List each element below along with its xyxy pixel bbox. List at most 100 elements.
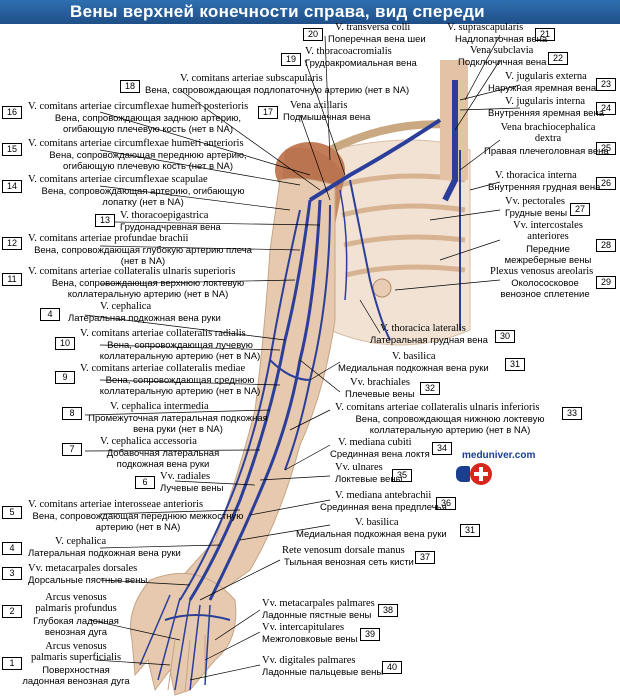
- label-russian: Латеральная подкожная вена руки: [28, 548, 181, 559]
- label-latin: Vv. intercapitulares: [262, 622, 345, 633]
- label-russian: Латеральная подкожная вена руки: [68, 313, 221, 324]
- label-number: 2: [2, 605, 22, 618]
- label-number: 40: [382, 661, 402, 674]
- label-latin: V. jugularis externa: [505, 71, 587, 82]
- label-latin: V. mediana cubiti: [338, 437, 412, 448]
- label-latin: Vena brachiocephalica dextra: [500, 122, 596, 144]
- label-latin: V. cephalica: [100, 301, 152, 312]
- label-number: 36: [436, 497, 456, 510]
- label-latin: V. comitans arteriae collateralis ulnari…: [28, 266, 236, 277]
- label-number: 33: [562, 407, 582, 420]
- label-russian: Наружная яремная вена: [488, 83, 597, 94]
- label-number: 25: [596, 142, 616, 155]
- label-latin: V. cephalica: [55, 536, 107, 547]
- title-bar: Вены верхней конечности справа, вид спер…: [0, 0, 620, 24]
- label-number: 10: [55, 337, 75, 350]
- label-number: 28: [596, 239, 616, 252]
- label-latin: V. basilica: [355, 517, 399, 528]
- label-number: 24: [596, 102, 616, 115]
- label-number: 8: [62, 407, 82, 420]
- label-number: 4: [40, 308, 60, 321]
- label-russian: Внутренняя грудная вена: [488, 182, 601, 193]
- label-latin: V. comitans arteriae circumflexae humeri…: [28, 101, 249, 112]
- label-number: 31: [460, 524, 480, 537]
- label-number: 32: [420, 382, 440, 395]
- label-number: 4: [2, 542, 22, 555]
- label-russian: Ладонные пальцевые вены: [262, 667, 384, 678]
- arm-illustration: [169, 177, 336, 611]
- label-number: 34: [432, 442, 452, 455]
- label-number: 37: [415, 551, 435, 564]
- label-russian: Вена, сопровождающая среднюю коллатераль…: [99, 375, 261, 397]
- hand-illustration: [129, 572, 237, 696]
- leader-lines: [84, 34, 521, 681]
- label-number: 26: [596, 177, 616, 190]
- label-russian: Поперечная вена шеи: [328, 34, 426, 45]
- label-russian: Дорсальные пястные вены: [28, 575, 148, 586]
- label-russian: Медиальная подкожная вена руки: [338, 363, 489, 374]
- label-number: 19: [281, 53, 301, 66]
- label-russian: Вена, сопровождающая подлопаточную артер…: [145, 85, 410, 96]
- label-russian: Локтевые вены: [335, 474, 403, 485]
- page-title: Вены верхней конечности справа, вид спер…: [70, 2, 485, 21]
- label-latin: V. cephalica accessoria: [100, 436, 197, 447]
- label-latin: V. suprascapularis: [447, 22, 524, 33]
- label-number: 39: [360, 628, 380, 641]
- label-russian: Поверхностная ладонная венозная дуга: [22, 665, 130, 687]
- label-number: 21: [535, 28, 555, 41]
- label-latin: Vv. metacarpales dorsales: [28, 563, 138, 574]
- label-latin: V. jugularis interna: [505, 96, 586, 107]
- label-russian: Надлопаточная вена: [455, 34, 548, 45]
- label-number: 22: [548, 52, 568, 65]
- label-latin: V. thoracoepigastrica: [120, 210, 209, 221]
- label-russian: Подмышечная вена: [283, 112, 371, 123]
- label-russian: Правая плечеголовная вена: [484, 146, 609, 157]
- label-number: 13: [95, 214, 115, 227]
- label-latin: Vv. intercostales anteriores: [513, 220, 583, 242]
- label-russian: Вена, сопровождающая нижнюю локтевую кол…: [355, 414, 545, 436]
- label-russian: Латеральная грудная вена: [370, 335, 488, 346]
- label-latin: Rete venosum dorsale manus: [282, 545, 405, 556]
- label-russian: Околососковое венозное сплетение: [500, 278, 590, 300]
- label-number: 5: [2, 506, 22, 519]
- label-russian: Внутренняя яремная вена: [488, 108, 604, 119]
- label-russian: Вена, сопровождающая артерию, огибающую …: [41, 186, 245, 208]
- label-number: 27: [570, 203, 590, 216]
- label-latin: V. thoracica lateralis: [380, 323, 466, 334]
- label-number: 20: [303, 28, 323, 41]
- label-russian: Грудоакромиальная вена: [305, 58, 417, 69]
- label-latin: Vv. pectorales: [505, 196, 565, 207]
- label-number: 17: [258, 106, 278, 119]
- label-number: 12: [2, 237, 22, 250]
- label-number: 35: [392, 469, 412, 482]
- label-number: 14: [2, 180, 22, 193]
- label-russian: Срединная вена локтя: [330, 449, 430, 460]
- label-number: 29: [596, 276, 616, 289]
- label-latin: Vv. digitales palmares: [262, 655, 356, 666]
- label-latin: V. cephalica intermedia: [110, 401, 209, 412]
- label-latin: V. comitans arteriae circumflexae humeri…: [28, 138, 244, 149]
- label-russian: Подключичная вена: [458, 57, 547, 68]
- label-russian: Грудонадчревная вена: [120, 222, 221, 233]
- label-russian: Грудные вены: [505, 208, 568, 219]
- label-latin: V. transversa colli: [335, 22, 411, 33]
- label-russian: Вена, сопровождающая верхнюю локтевую ко…: [51, 278, 245, 300]
- label-number: 16: [2, 106, 22, 119]
- medical-cross-icon: [470, 463, 492, 485]
- label-russian: Медиальная подкожная вена руки: [296, 529, 447, 540]
- label-number: 11: [2, 273, 22, 286]
- label-number: 3: [2, 567, 22, 580]
- label-latin: Vv. ulnares: [335, 462, 383, 473]
- label-number: 7: [62, 443, 82, 456]
- watermark-logo-text: meduniver.com: [462, 450, 536, 461]
- label-russian: Вена, сопровождающая лучевую коллатераль…: [99, 340, 261, 362]
- label-russian: Тыльная венозная сеть кисти: [284, 557, 414, 568]
- label-number: 38: [378, 604, 398, 617]
- label-latin: V. basilica: [392, 351, 436, 362]
- label-latin: Vena axillaris: [290, 100, 348, 111]
- label-latin: Vv. radiales: [160, 471, 211, 482]
- label-latin: V. comitans arteriae profundae brachii: [28, 233, 189, 244]
- label-latin: Vena subclavia: [470, 45, 534, 56]
- label-latin: Plexus venosus areolaris: [490, 266, 594, 277]
- rib-cage-illustration: [329, 139, 471, 346]
